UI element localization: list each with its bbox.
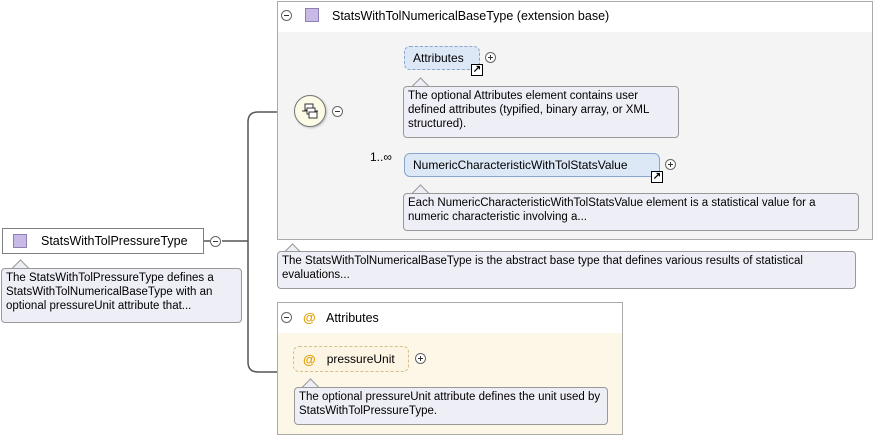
extension-base-header (278, 2, 872, 32)
attributes-element-note: The optional Attributes element contains… (403, 86, 679, 138)
attributes-group-collapse-icon[interactable] (281, 312, 292, 323)
base-collapse-icon[interactable] (281, 10, 292, 21)
root-collapse-icon[interactable] (210, 236, 221, 247)
numeric-element-name: NumericCharacteristicWithTolStatsValue (413, 158, 628, 172)
at-icon: @ (303, 310, 316, 325)
pressure-unit-name: pressureUnit (326, 352, 395, 366)
pressure-unit-expand-icon[interactable] (415, 353, 426, 364)
root-note: The StatsWithTolPressureType defines a S… (1, 268, 242, 323)
link-arrow-icon[interactable]: ↗ (651, 171, 663, 183)
attributes-element[interactable]: Attributes (404, 46, 480, 70)
sequence-collapse-icon[interactable] (332, 106, 343, 117)
numeric-element-note: Each NumericCharacteristicWithTolStatsVa… (403, 193, 859, 231)
numeric-characteristic-element[interactable]: NumericCharacteristicWithTolStatsValue (404, 153, 660, 177)
at-icon: @ (303, 351, 316, 367)
sequence-compositor[interactable] (294, 95, 326, 127)
base-note: The StatsWithTolNumericalBaseType is the… (277, 251, 856, 289)
root-type-box[interactable]: StatsWithTolPressureType (2, 228, 204, 254)
attributes-group-header (278, 303, 622, 333)
pressure-unit-attribute[interactable]: @ pressureUnit (293, 346, 409, 372)
numeric-expand-icon[interactable] (665, 159, 676, 170)
attributes-group-title: Attributes (326, 311, 379, 325)
base-title: StatsWithTolNumericalBaseType (extension… (332, 9, 610, 23)
complex-type-icon (13, 234, 27, 248)
attributes-expand-icon[interactable] (485, 52, 496, 63)
link-arrow-icon[interactable]: ↗ (471, 64, 483, 76)
cardinality-label: 1..∞ (370, 150, 392, 164)
root-type-name: StatsWithTolPressureType (41, 234, 188, 248)
attributes-element-name: Attributes (413, 51, 464, 65)
base-type-icon (305, 8, 319, 22)
pressure-unit-note: The optional pressureUnit attribute defi… (294, 387, 608, 425)
sequence-compositor-icon (302, 103, 318, 119)
